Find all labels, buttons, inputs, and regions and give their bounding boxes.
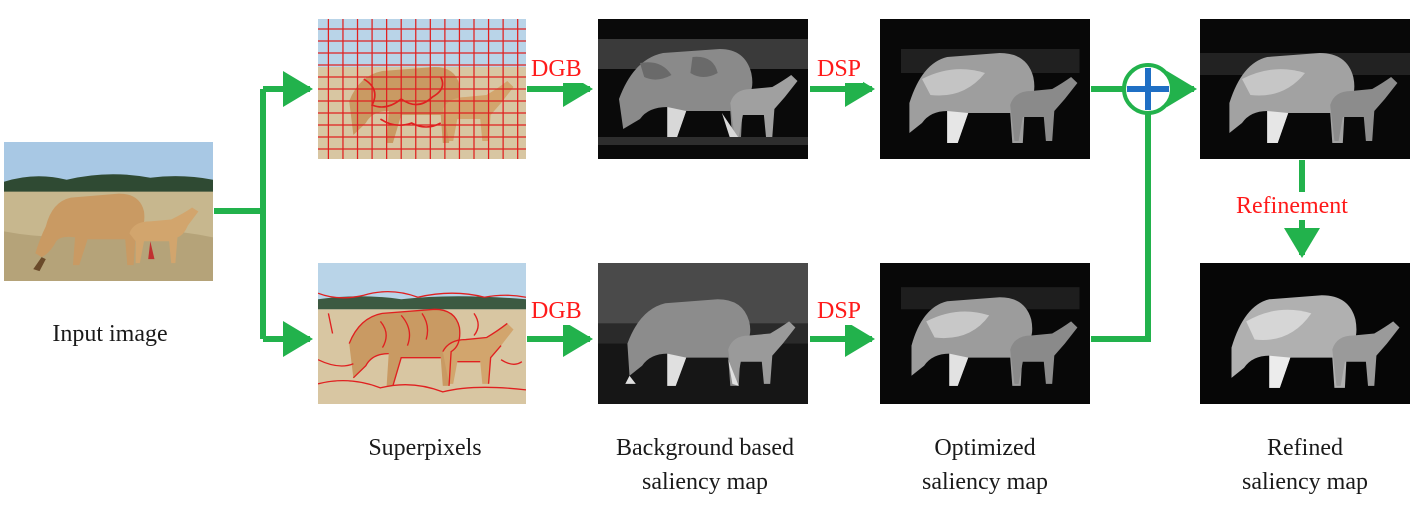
fused-saliency-map (1200, 19, 1410, 159)
background-saliency-map-bottom (598, 263, 808, 404)
refinement-label: Refinement (1234, 192, 1350, 220)
circle-plus-icon (1122, 63, 1174, 115)
caption-optimized-line2: saliency map (922, 469, 1048, 495)
dsp-label-bottom: DSP (815, 297, 864, 325)
optimized-saliency-map-bottom (880, 263, 1090, 404)
caption-optimized-line1: Optimized (934, 435, 1036, 461)
input-image (4, 142, 213, 281)
superpixels-grid-image (318, 19, 526, 159)
dgb-label-bottom: DGB (529, 297, 584, 325)
caption-background-line2: saliency map (642, 469, 768, 495)
arrow-optimized-bottom-to-fusion (1091, 114, 1151, 342)
caption-refined-line1: Refined (1267, 435, 1343, 461)
dgb-label-top: DGB (529, 55, 584, 83)
caption-background-line1: Background based (616, 435, 794, 461)
optimized-saliency-map-top (880, 19, 1090, 159)
dsp-label-top: DSP (815, 55, 864, 83)
superpixels-irregular-image (318, 263, 526, 404)
caption-refined-line2: saliency map (1242, 469, 1368, 495)
refined-saliency-map (1200, 263, 1410, 404)
caption-superpixels: Superpixels (368, 435, 482, 461)
caption-input-image: Input image (52, 321, 168, 347)
background-saliency-map-top (598, 19, 808, 159)
